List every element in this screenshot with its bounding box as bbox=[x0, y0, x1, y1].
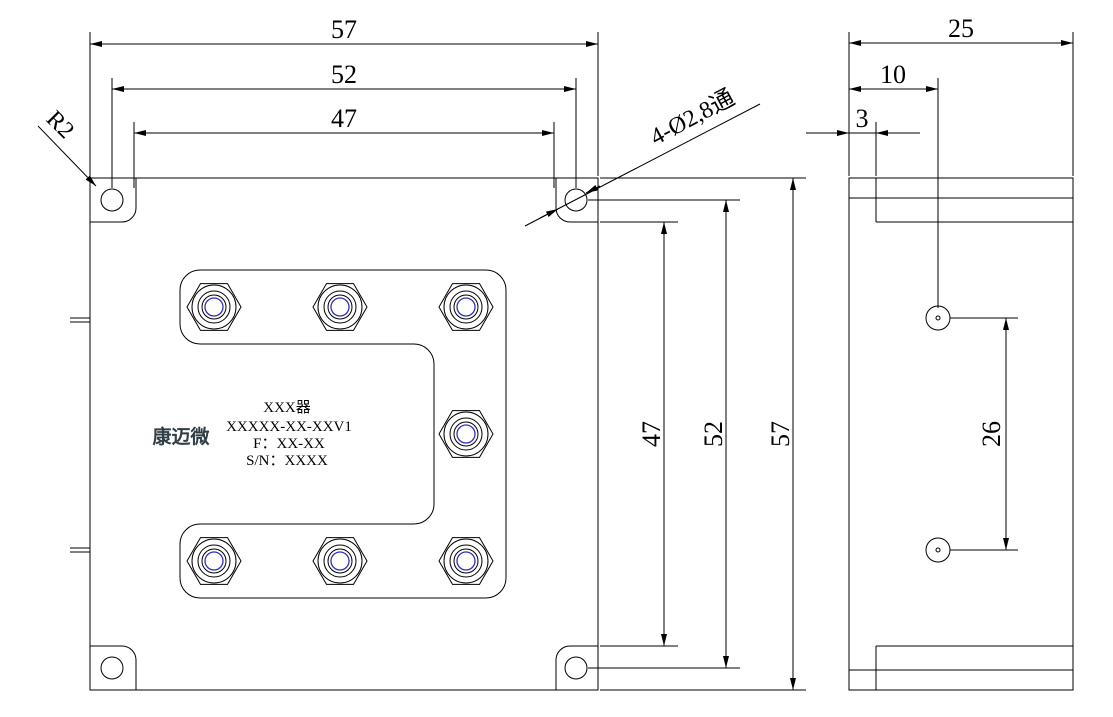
side-dimensions bbox=[806, 32, 1074, 551]
side-connector-bottom bbox=[925, 537, 951, 563]
sma-connector-7 bbox=[438, 537, 494, 585]
side-connector-top bbox=[925, 305, 951, 331]
corner-tab-br bbox=[555, 645, 598, 690]
sma-connector-6 bbox=[312, 537, 368, 585]
brand-logo: 康迈微 bbox=[152, 425, 210, 448]
label-serial: S/N：XXXX bbox=[246, 453, 328, 469]
corner-tab-tr bbox=[555, 178, 598, 223]
dim-connector-spacing: 26 bbox=[977, 421, 1006, 447]
connectors bbox=[186, 283, 494, 585]
dim-height-inner: 47 bbox=[637, 421, 666, 447]
dim-width-mid: 52 bbox=[331, 60, 357, 89]
side-view-outline bbox=[848, 177, 1074, 691]
mounting-hole-tl bbox=[100, 188, 124, 212]
corner-tab-bl bbox=[90, 645, 137, 690]
product-label: 康迈微 XXX器 XXXXX-XX-XXV1 F：XX-XX S/N：XXXX bbox=[152, 400, 351, 469]
front-view bbox=[70, 177, 599, 691]
dim-width-inner: 47 bbox=[331, 104, 357, 133]
mounting-hole-br bbox=[564, 656, 588, 680]
sma-connector-3 bbox=[438, 283, 494, 331]
sma-connector-1 bbox=[186, 283, 242, 331]
side-view bbox=[848, 177, 1074, 691]
sma-connector-5 bbox=[186, 537, 242, 585]
label-model: XXXXX-XX-XXV1 bbox=[226, 419, 352, 435]
dim-depth-overall: 25 bbox=[948, 14, 974, 43]
label-product-name: XXX器 bbox=[263, 400, 311, 416]
front-view-outline bbox=[89, 177, 599, 691]
label-frequency: F：XX-XX bbox=[253, 436, 325, 452]
dim-connector-offset: 10 bbox=[880, 60, 906, 89]
dim-height-overall: 57 bbox=[766, 421, 795, 447]
pocket-outline-outer bbox=[179, 269, 507, 599]
side-dimension-text: 25 10 3 26 bbox=[856, 14, 1007, 447]
front-dimensions bbox=[37, 32, 806, 691]
dim-hole-callout: 4-Ø2,8通 bbox=[646, 85, 739, 151]
dim-flange-thickness: 3 bbox=[856, 104, 869, 133]
sma-connector-4 bbox=[438, 410, 494, 458]
dim-width-overall: 57 bbox=[331, 15, 357, 44]
hole-callout-leader bbox=[524, 103, 761, 227]
corner-tab-tl bbox=[90, 178, 137, 223]
mounting-hole-bl bbox=[100, 656, 124, 680]
dim-height-mid: 52 bbox=[699, 421, 728, 447]
radius-leader bbox=[37, 125, 97, 187]
dim-radius: R2 bbox=[41, 106, 79, 144]
sma-connector-2 bbox=[312, 283, 368, 331]
front-dimension-text: 57 52 47 R2 4-Ø2,8通 47 52 57 bbox=[41, 15, 795, 447]
mounting-hole-tr bbox=[564, 188, 588, 212]
